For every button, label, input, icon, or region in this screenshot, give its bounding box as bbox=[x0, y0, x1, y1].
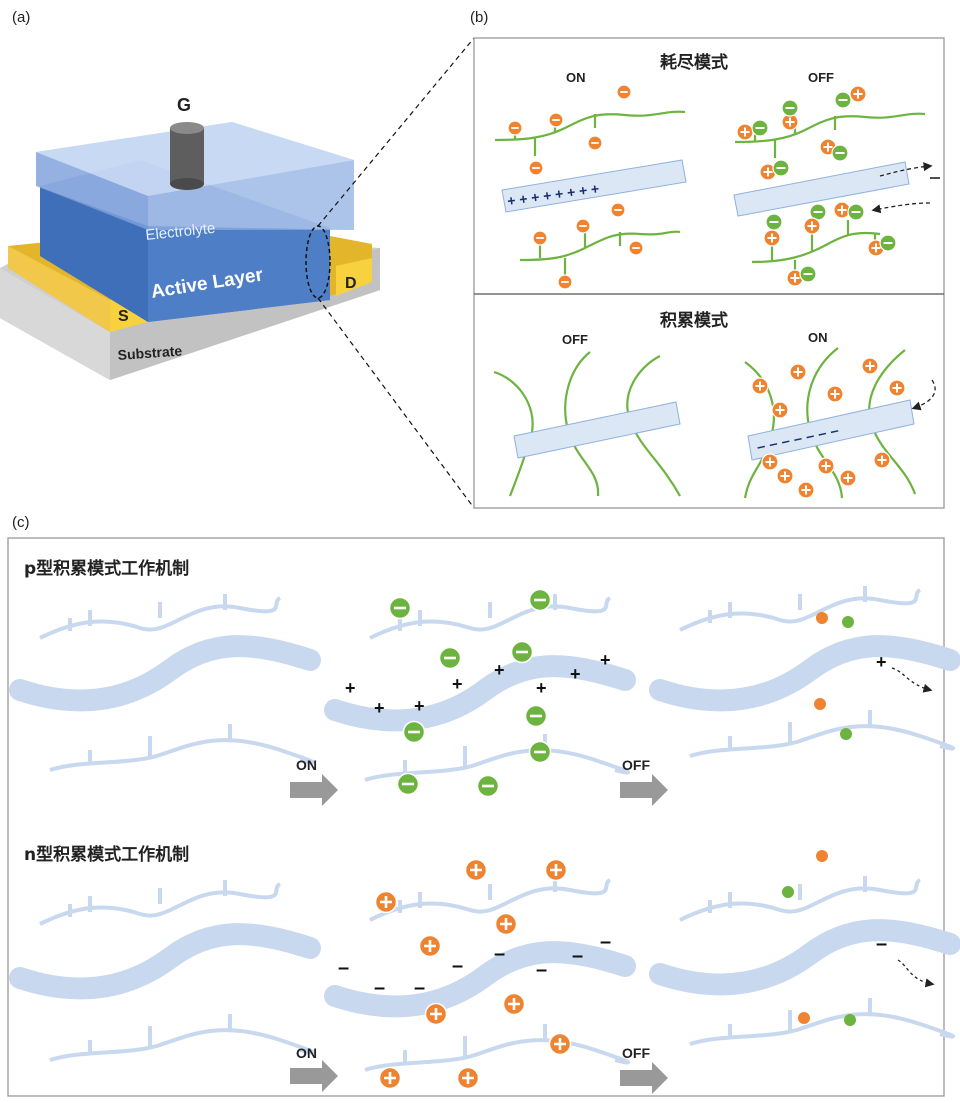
svg-text:–: – bbox=[600, 931, 611, 953]
panel-a-label: (a) bbox=[12, 9, 30, 26]
svg-text:+: + bbox=[876, 652, 887, 672]
svg-text:–: – bbox=[572, 945, 583, 967]
channel-strip-off bbox=[733, 161, 910, 217]
svg-text:–: – bbox=[536, 959, 547, 981]
depletion-title: 耗尽模式 bbox=[660, 52, 728, 73]
drain-label: D bbox=[345, 275, 357, 292]
n-type-initial bbox=[20, 878, 313, 1062]
n-type-on-arrow bbox=[290, 1060, 338, 1092]
panel-b-frame bbox=[473, 37, 945, 509]
panel-b-label: (b) bbox=[470, 9, 488, 26]
accumulation-channel-off bbox=[513, 401, 681, 459]
accumulation-on-label: ON bbox=[808, 330, 828, 345]
gate-electrode bbox=[170, 128, 204, 184]
svg-text:+: + bbox=[414, 696, 425, 716]
p-type-on-arrow bbox=[290, 774, 338, 806]
p-type-off-label: OFF bbox=[622, 757, 650, 773]
accumulation-channel-on bbox=[747, 399, 915, 461]
p-type-initial bbox=[20, 592, 313, 772]
accumulation-title: 积累模式 bbox=[660, 310, 728, 331]
panel-c-frame bbox=[7, 537, 945, 1097]
depletion-on-label: ON bbox=[566, 70, 586, 85]
zoom-line-top bbox=[317, 37, 475, 227]
n-type-off-state: – bbox=[660, 850, 953, 1046]
svg-text:–: – bbox=[876, 933, 887, 955]
zoom-line-bottom bbox=[317, 297, 475, 509]
n-type-title: n型积累模式工作机制 bbox=[24, 844, 189, 865]
channel-strip-on bbox=[501, 159, 687, 213]
n-type-off-arrow bbox=[620, 1062, 668, 1094]
p-type-title: p型积累模式工作机制 bbox=[24, 558, 189, 579]
svg-text:–: – bbox=[494, 943, 505, 965]
accumulation-on-state: – – – – – – – bbox=[743, 347, 936, 499]
svg-text:+: + bbox=[494, 660, 505, 680]
svg-text:+: + bbox=[536, 678, 547, 698]
gate-label: G bbox=[177, 95, 191, 115]
svg-text:–: – bbox=[452, 955, 463, 977]
n-type-off-label: OFF bbox=[622, 1045, 650, 1061]
accumulation-off-label: OFF bbox=[562, 332, 588, 347]
accumulation-off-state bbox=[493, 351, 681, 497]
p-type-on-label: ON bbox=[296, 757, 317, 773]
svg-text:+: + bbox=[374, 698, 385, 718]
panel-c-label: (c) bbox=[12, 514, 30, 531]
svg-text:–: – bbox=[338, 957, 349, 979]
svg-text:–: – bbox=[414, 977, 425, 999]
p-type-off-state: + bbox=[660, 584, 953, 758]
depletion-off-label: OFF bbox=[808, 70, 834, 85]
svg-text:+: + bbox=[600, 650, 611, 670]
svg-text:+: + bbox=[345, 678, 356, 698]
n-type-on-state: –– –– –– –– bbox=[335, 858, 628, 1090]
svg-text:+: + bbox=[452, 674, 463, 694]
substrate-label: Substrate bbox=[117, 343, 183, 363]
p-type-on-state: + + + + + + + + bbox=[335, 588, 628, 798]
depletion-on-state: + + + + + + + + bbox=[493, 84, 687, 290]
svg-text:+: + bbox=[570, 664, 581, 684]
n-type-on-label: ON bbox=[296, 1045, 317, 1061]
depletion-off-state bbox=[733, 85, 940, 287]
p-type-off-arrow bbox=[620, 774, 668, 806]
source-label: S bbox=[118, 308, 129, 325]
svg-text:–: – bbox=[374, 977, 385, 999]
transistor-diagram bbox=[0, 122, 380, 380]
